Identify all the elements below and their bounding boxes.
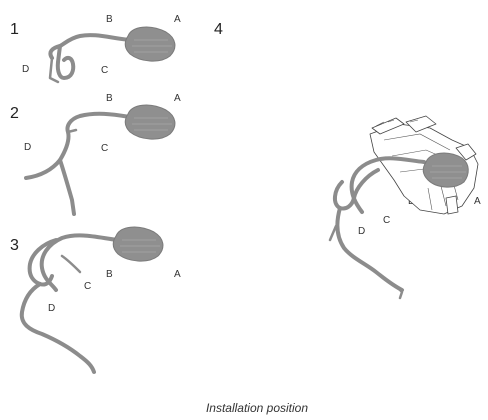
step-4-pad [422,152,469,188]
step-3-label-c: C [84,281,91,292]
step-1-label-a: A [174,14,181,25]
step-2-label-a: A [174,93,181,104]
step-3-pad [112,226,164,262]
step-4-label-d: D [358,226,365,237]
step-2-label-d: D [24,142,31,153]
step-2-label-b: B [106,93,113,104]
step-1-label-b: B [106,14,113,25]
step-3-label-b: B [106,269,113,280]
step-2-label-c: C [101,143,108,154]
step-4-number: 4 [214,21,223,38]
figure-caption: Installation position [206,401,308,415]
step-2-hose [24,111,132,216]
step-2-pad [124,104,176,140]
step-4-label-c: C [383,215,390,226]
step-2-panel: 2 B A C D [10,93,181,216]
step-1-number: 1 [10,21,19,38]
step-2-number: 2 [10,105,19,122]
step-1-pad [124,26,176,62]
step-4-label-a: A [474,196,481,207]
step-4-panel: 4 B A C D [214,21,481,300]
step-3-label-d: D [48,303,55,314]
step-3-number: 3 [10,237,19,254]
step-1-panel: 1 B A C D [10,14,181,84]
step-3-label-a: A [174,269,181,280]
step-1-label-c: C [101,65,108,76]
step-3-hose [19,233,120,374]
step-1-label-d: D [22,64,29,75]
step-1-hose [48,33,132,84]
step-3-panel: 3 B A C D [10,226,181,374]
step-4-hose [328,156,426,300]
